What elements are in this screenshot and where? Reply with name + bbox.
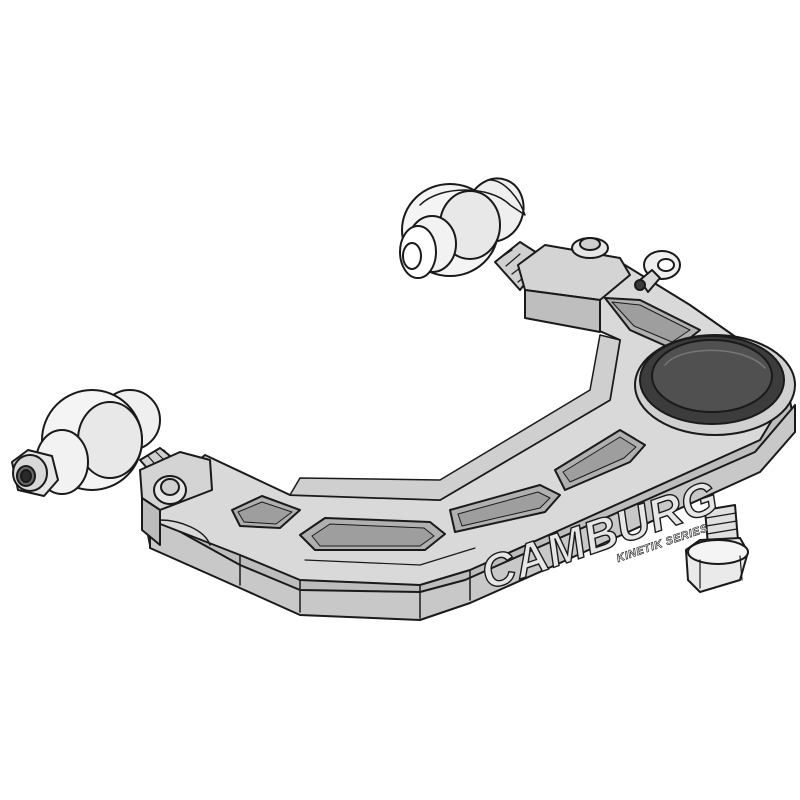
- arm-body: [139, 244, 796, 621]
- mount-bolts: [153, 237, 681, 505]
- ball-joint: [634, 334, 796, 593]
- rear-rod-end: [399, 177, 546, 291]
- front-rod-end: [11, 389, 189, 497]
